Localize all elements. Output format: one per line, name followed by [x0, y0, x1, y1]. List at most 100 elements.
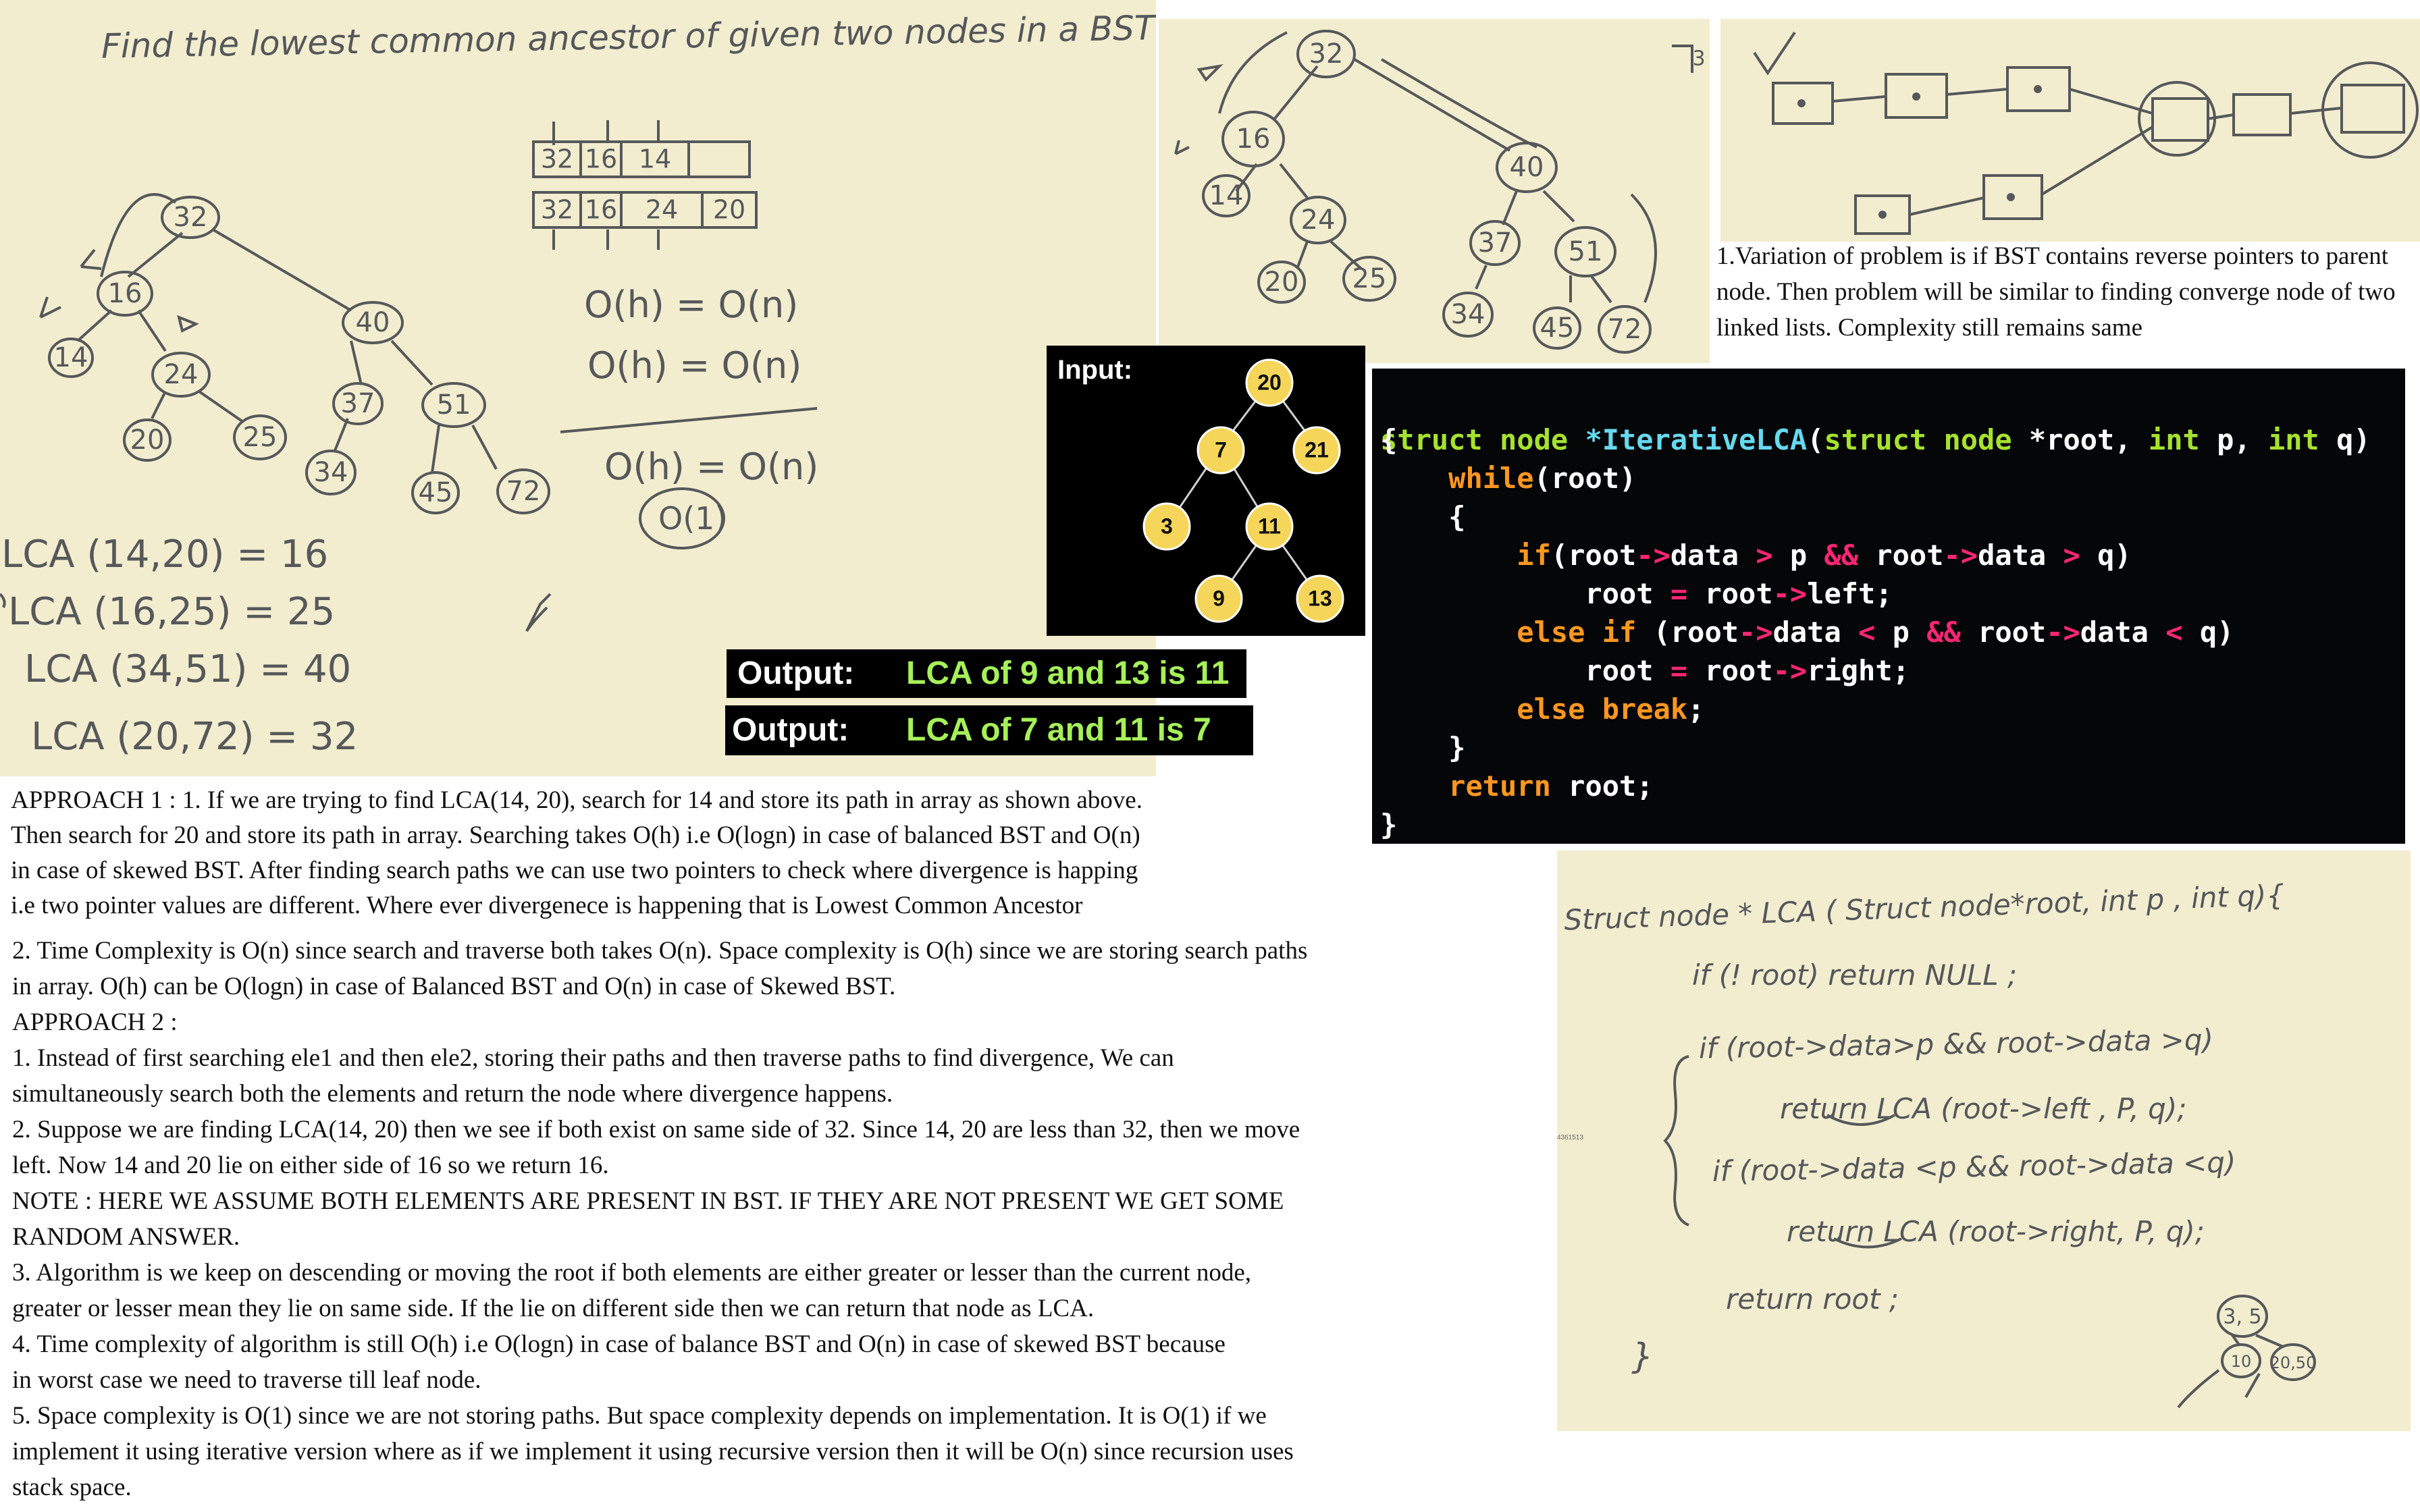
bst-tree-drawing-2: 32 16 40 14 24 37 51 20 25 34 45 72 3	[1174, 30, 1706, 354]
tree-node: 45	[419, 477, 453, 508]
code-token: p,	[2199, 423, 2268, 456]
code-line: {	[1380, 500, 1466, 533]
code-token: q)	[2319, 423, 2371, 456]
converging-lists-drawing	[1753, 31, 2419, 235]
tree-node: 51	[437, 389, 471, 421]
tree-node: 14	[54, 342, 88, 373]
output-value: LCA of 9 and 13 is 11	[906, 655, 1230, 691]
code-line: if(root->data > p && root->data > q)	[1517, 539, 2132, 572]
complexity-line: O(h) = O(n)	[587, 344, 801, 387]
input-node: 9	[1213, 586, 1225, 610]
mini-tree-node: 10	[2231, 1352, 2252, 1371]
mini-tree-node: 3, 5	[2223, 1305, 2261, 1329]
code-token: int	[2148, 423, 2200, 456]
text-line: Then search for 20 and store its path in…	[11, 821, 1140, 849]
tree-node: 25	[243, 422, 278, 453]
text-line: in case of skewed BST. After finding sea…	[11, 857, 1138, 884]
input-label: Input:	[1057, 355, 1133, 385]
tree-node: 51	[1569, 236, 1603, 267]
output-bar-1: Output: LCA of 9 and 13 is 11	[727, 649, 1246, 698]
tree-node: 24	[164, 359, 199, 390]
corner-mark: 3	[1692, 47, 1705, 71]
code-line: if (! root) return NULL ;	[1692, 959, 2018, 992]
input-node: 3	[1161, 514, 1173, 538]
path-cell: 14	[639, 144, 671, 174]
code-line: return LCA (root->left , P, q);	[1780, 1092, 2187, 1125]
code-token: int	[2267, 423, 2319, 456]
input-tree: 20 7 21 3 11 9 13	[1142, 358, 1344, 623]
text-line: greater or lesser mean they lie on same …	[12, 1295, 1095, 1322]
code-line: return root ;	[1726, 1282, 1899, 1316]
input-panel: Input: 20 7 21 3 11 9 13	[1047, 346, 1365, 636]
code-line: root = root->right;	[1380, 654, 1910, 687]
path-cell: 20	[713, 195, 745, 225]
lca-example: LCA (14,20) = 16	[1, 533, 328, 576]
code-line: else break;	[1517, 693, 1705, 726]
code-line: else if (root->data < p && root->data < …	[1517, 616, 2234, 649]
tree-node: 14	[1209, 180, 1244, 211]
tree-node: 37	[341, 388, 375, 419]
text-line: in worst case we need to traverse till l…	[12, 1366, 481, 1394]
tree-node: 34	[314, 457, 348, 488]
code-line: while(root)	[1448, 462, 1637, 495]
lca-example: LCA (20,72) = 32	[31, 715, 358, 759]
tree-node: 32	[174, 202, 208, 233]
code-token: *root,	[2028, 423, 2149, 456]
path-cell: 32	[541, 195, 573, 225]
whiteboard-main: Find the lowest common ancestor of given…	[0, 0, 1156, 776]
input-node: 21	[1305, 437, 1329, 462]
text-line: 2. Time Complexity is O(n) since search …	[12, 937, 1308, 965]
tree-node: 20	[1265, 267, 1299, 298]
complexity-line: O(h) = O(n)	[584, 284, 798, 326]
code-panel: struct node *IterativeLCA(struct node *r…	[1372, 369, 2405, 844]
approach2-text: 2. Time Complexity is O(n) since search …	[12, 933, 1558, 1505]
output-label: Output:	[732, 712, 849, 748]
path-cell: 32	[541, 144, 573, 174]
tree-node: 25	[1352, 263, 1387, 294]
text-line: 2. Suppose we are finding LCA(14, 20) th…	[12, 1116, 1300, 1143]
variation-note-text: 1.Variation of problem is if BST contain…	[1716, 242, 2396, 342]
tree-node: 40	[356, 307, 390, 338]
tree-node: 45	[1540, 313, 1575, 344]
complexity-line: O(1)	[658, 500, 727, 537]
bst-tree-drawing: 32 16 40 14 24 37 51 20 25 34 45 72 32 1…	[0, 120, 818, 759]
tree-node: 16	[108, 278, 142, 309]
code-token: *IterativeLCA	[1585, 423, 1808, 456]
brace-and-mini-tree: 3, 5 10 20,50	[1663, 1055, 2317, 1409]
output-bar-2: Output: LCA of 7 and 11 is 7	[725, 705, 1253, 755]
text-line: left. Now 14 and 20 lie on either side o…	[12, 1152, 609, 1179]
text-line: 3. Algorithm is we keep on descending or…	[12, 1259, 1252, 1287]
mini-tree-node: 20,50	[2270, 1353, 2317, 1372]
input-node: 20	[1257, 370, 1282, 394]
complexity-line: O(h) = O(n)	[604, 446, 818, 488]
code-line: struct node *IterativeLCA(struct node *r…	[1380, 382, 2371, 497]
code-token: (	[1807, 423, 1824, 456]
tree-node: 34	[1451, 299, 1485, 330]
code-line: return LCA (root->right, P, q);	[1787, 1215, 2205, 1248]
tree-node: 20	[130, 425, 165, 456]
path-cell: 16	[585, 195, 617, 225]
text-line: simultaneously search both the elements …	[12, 1080, 893, 1108]
text-line: i.e two pointer values are different. Wh…	[11, 892, 1083, 919]
whiteboard-tree: 32 16 40 14 24 37 51 20 25 34 45 72 3	[1159, 19, 1710, 363]
text-line: APPROACH 1 : 1. If we are trying to find…	[11, 786, 1142, 814]
text-line: RANDOM ANSWER.	[12, 1223, 240, 1251]
code-line: return root;	[1448, 770, 1654, 803]
approach1-text: APPROACH 1 : 1. If we are trying to find…	[11, 783, 1368, 923]
text-line: stack space.	[12, 1474, 132, 1501]
code-token: struct node	[1824, 423, 2029, 456]
tree-node: 24	[1301, 205, 1336, 236]
text-line: 1. Instead of first searching ele1 and t…	[12, 1044, 1174, 1072]
tree-node: 16	[1236, 124, 1271, 155]
tree-node: 40	[1510, 152, 1544, 183]
code-line: }	[1380, 808, 1398, 841]
lca-example: LCA (34,51) = 40	[24, 647, 351, 691]
code-line: {	[1380, 423, 1398, 456]
output-label: Output:	[737, 655, 855, 691]
code-token: struct node	[1380, 423, 1585, 456]
tree-node: 72	[1608, 314, 1642, 345]
text-line: 4. Time complexity of algorithm is still…	[12, 1330, 1226, 1358]
text-line: implement it using iterative version whe…	[12, 1438, 1294, 1465]
text-line: NOTE : HERE WE ASSUME BOTH ELEMENTS ARE …	[12, 1187, 1284, 1215]
input-node: 11	[1258, 514, 1281, 538]
